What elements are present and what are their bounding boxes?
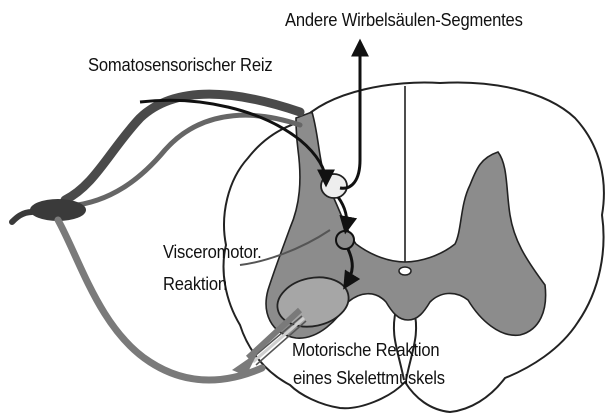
label-motor-line1: Motorische Reaktion xyxy=(292,340,439,361)
label-somatosensory-stimulus: Somatosensorischer Reiz xyxy=(88,55,272,76)
label-visceromotor-line2: Reaktion xyxy=(163,274,227,295)
spinal-cord-outline xyxy=(224,82,604,412)
label-other-segments: Andere Wirbelsäulen-Segmentes xyxy=(285,10,523,31)
central-canal xyxy=(399,267,411,275)
label-motor-line2: eines Skelettmuskels xyxy=(293,368,445,389)
intermediate-interneuron xyxy=(336,231,354,249)
label-visceromotor-line1: Visceromotor. xyxy=(163,242,262,263)
ganglion-tail xyxy=(12,212,32,222)
